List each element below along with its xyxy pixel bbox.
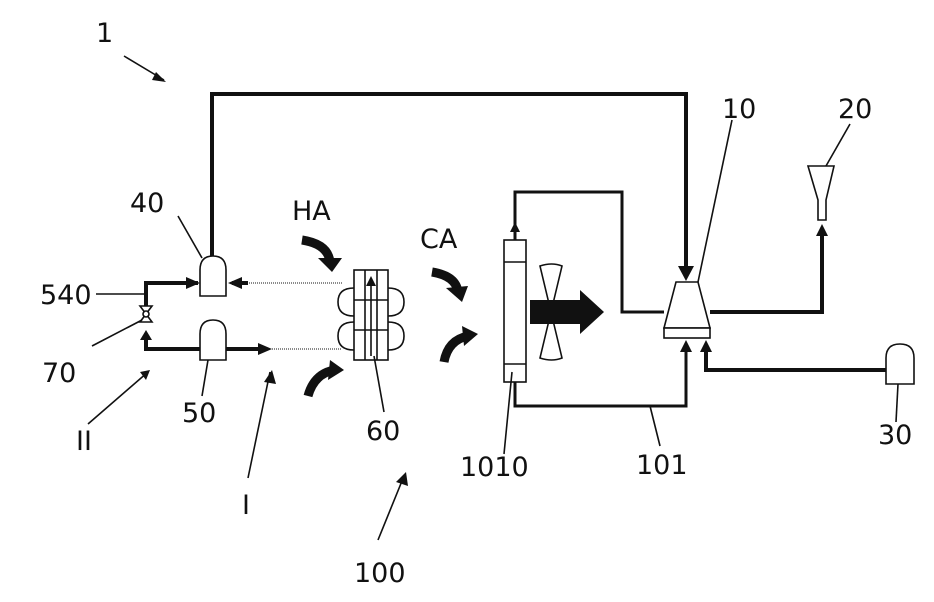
label-30: 30 (878, 420, 912, 451)
air-arrow-lower-left (308, 360, 344, 396)
label-70: 70 (42, 358, 76, 389)
line-30-to-10-arrowhead (700, 340, 712, 352)
valve-70-lower-line (146, 334, 200, 349)
hot-air-arrow (302, 240, 342, 272)
leader-20 (826, 124, 850, 166)
unit-30 (886, 344, 914, 384)
unit-40 (200, 256, 226, 296)
line-50-out-arrowhead (258, 343, 272, 355)
compressor-10 (664, 282, 710, 338)
label-I: I (242, 490, 250, 521)
label-1: 1 (96, 18, 113, 49)
label-1010: 1010 (460, 452, 529, 483)
line-101-arrowhead (680, 340, 692, 352)
air-arrow-lower-right (444, 326, 478, 362)
line-10-to-20 (710, 232, 822, 312)
line-30-to-10 (706, 348, 886, 370)
leader-60 (374, 356, 384, 412)
top-return-arrowhead (678, 266, 694, 281)
label-60: 60 (366, 416, 400, 447)
label-HA: HA (292, 196, 331, 227)
leader-40 (178, 216, 202, 258)
leader-101 (650, 406, 660, 446)
airflow-arrow (530, 290, 604, 334)
unit-1010 (504, 240, 526, 382)
label-40: 40 (130, 188, 164, 219)
condenser-top-arrowhead (510, 222, 520, 232)
unit-60 (338, 270, 404, 360)
leader-100-arrowhead (396, 472, 408, 486)
label-10: 10 (722, 94, 756, 125)
leader-70 (92, 320, 142, 346)
unit-50 (200, 320, 226, 360)
label-100: 100 (354, 558, 406, 589)
leader-1010 (504, 372, 512, 454)
line-10-to-20-arrowhead (816, 224, 828, 236)
cold-air-arrow (432, 272, 468, 302)
leader-50 (202, 360, 208, 396)
line-540-arrowhead (186, 277, 200, 289)
label-50: 50 (182, 398, 216, 429)
unit-20 (808, 166, 834, 220)
leader-100 (378, 476, 404, 540)
leader-I (248, 372, 270, 478)
valve-70-arrowhead (140, 330, 152, 340)
label-CA: CA (420, 224, 458, 255)
label-II: II (76, 426, 92, 457)
label-101: 101 (636, 450, 688, 481)
leader-30 (896, 384, 898, 422)
leader-10 (698, 120, 732, 282)
valve-70 (140, 306, 152, 322)
line-60-to-40-arrowhead (228, 277, 242, 289)
label-20: 20 (838, 94, 872, 125)
leader-II (88, 372, 148, 424)
label-540: 540 (40, 280, 92, 311)
condenser-top-line (515, 192, 664, 312)
